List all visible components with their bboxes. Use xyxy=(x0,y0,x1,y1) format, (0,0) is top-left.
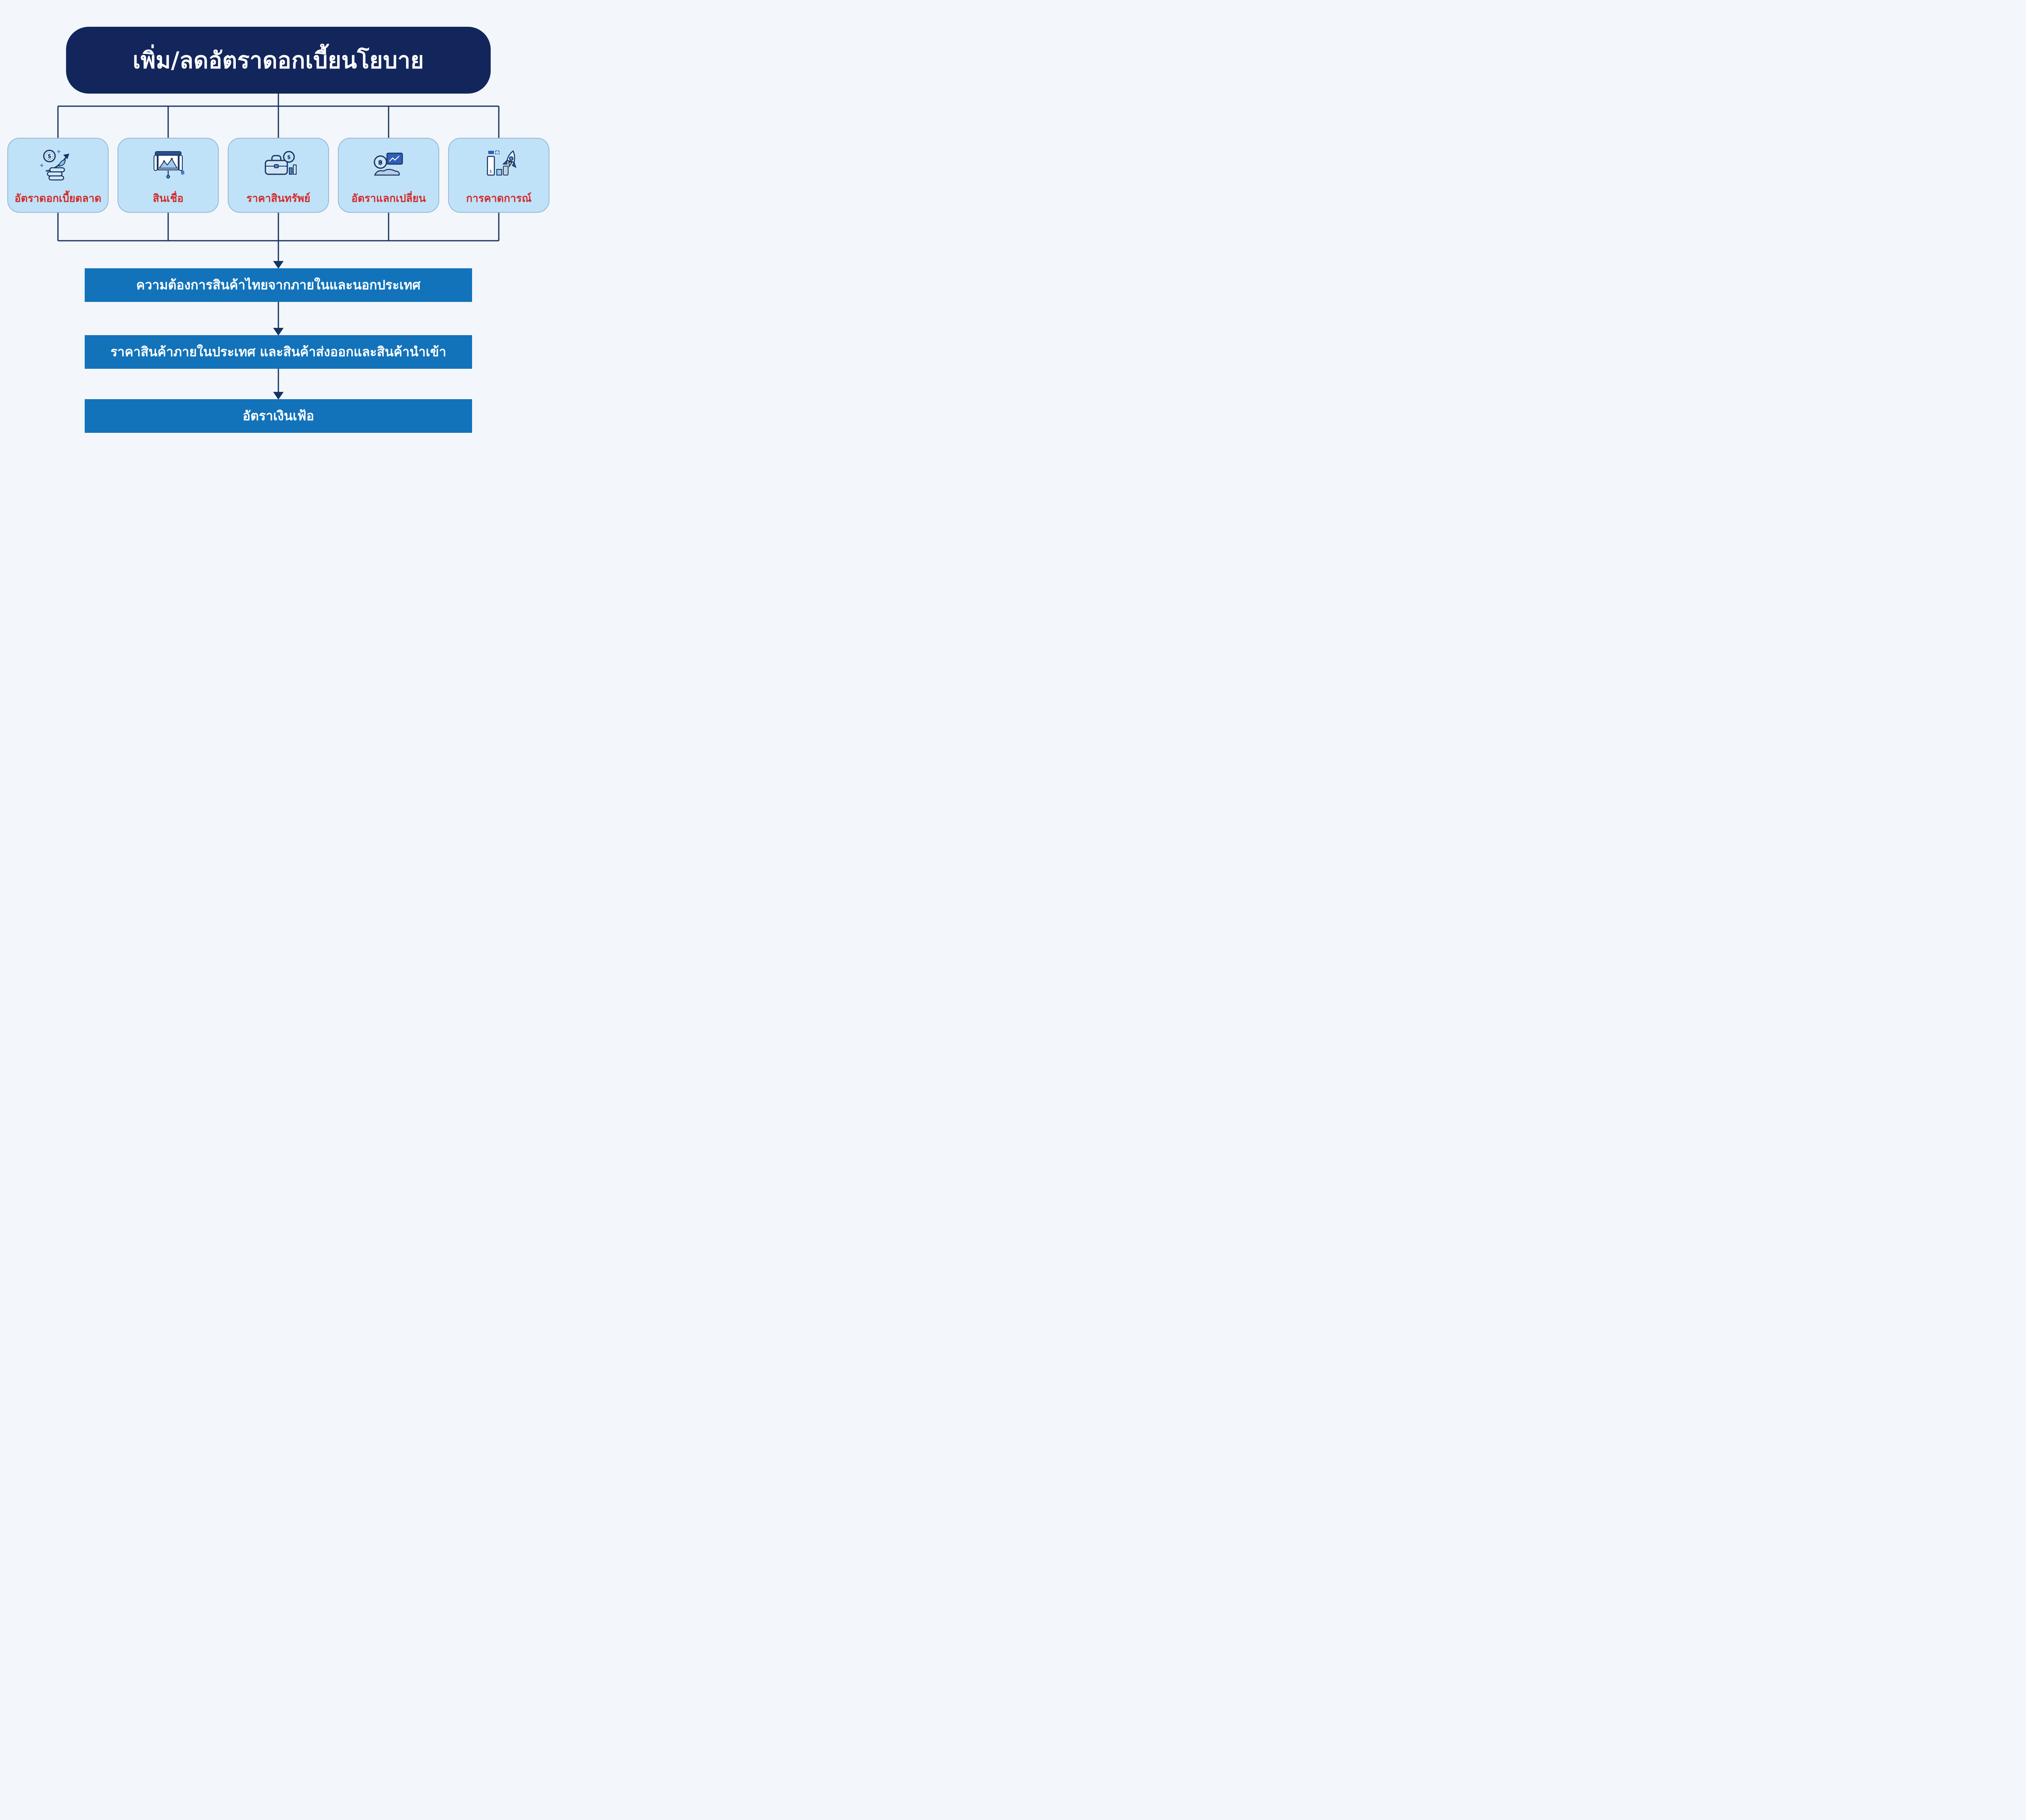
flow-banner-inflation-label: อัตราเงินเฟ้อ xyxy=(242,408,314,423)
svg-text:1: 1 xyxy=(489,169,492,174)
factor-icon-wrap: 1 xyxy=(479,145,519,184)
factor-card-asset-prices: $ ราคาสินทรัพย์ xyxy=(228,138,329,213)
svg-text:฿: ฿ xyxy=(378,158,383,166)
factor-label-market-interest-rate: อัตราดอกเบี้ยตลาด xyxy=(14,192,102,205)
policy-rate-diagram: เพิ่ม/ลดอัตราดอกเบี้ยนโยบาย $ อัตราดอกเบ xyxy=(0,0,557,455)
currency-exchange-icon: ฿ xyxy=(374,152,403,176)
factor-card-credit: ฿ สินเชื่อ xyxy=(118,138,219,213)
diagram-title: เพิ่ม/ลดอัตราดอกเบี้ยนโยบาย xyxy=(133,47,424,74)
factor-label-credit: สินเชื่อ xyxy=(153,192,184,205)
factor-icon-wrap: $ xyxy=(38,145,78,184)
lower-drop-lines xyxy=(57,213,500,241)
factor-label-exchange-rate: อัตราแลกเปลี่ยน xyxy=(351,192,426,205)
factor-card-expectations: 1 การคาดการณ์ xyxy=(448,138,549,213)
upper-drop-lines xyxy=(57,106,500,138)
svg-text:$: $ xyxy=(287,154,291,160)
connector-lines xyxy=(57,94,500,400)
title-box: เพิ่ม/ลดอัตราดอกเบี้ยนโยบาย xyxy=(66,27,491,94)
flow-banner-demand-label: ความต้องการสินค้าไทยจากภายในและนอกประเทศ xyxy=(136,277,421,293)
arrowhead-2 xyxy=(273,328,284,336)
factor-label-expectations: การคาดการณ์ xyxy=(466,192,532,205)
arrowhead-1 xyxy=(273,261,284,269)
flow-banner-inflation: อัตราเงินเฟ้อ xyxy=(85,399,472,433)
factor-label-asset-prices: ราคาสินทรัพย์ xyxy=(246,192,310,205)
flow-banner-prices: ราคาสินค้าภายในประเทศ และสินค้าส่งออกและ… xyxy=(85,335,472,369)
flow-banner-demand: ความต้องการสินค้าไทยจากภายในและนอกประเทศ xyxy=(85,268,472,302)
briefcase-money-icon: $ xyxy=(265,151,297,175)
factor-card-exchange-rate: ฿ อัตราแลกเปลี่ยน xyxy=(338,138,439,213)
presentation-chart-icon: ฿ xyxy=(154,151,185,179)
factor-icon-wrap: ฿ xyxy=(148,145,188,184)
factor-icon-wrap: ฿ xyxy=(368,145,409,184)
coins-growth-icon: $ xyxy=(40,150,69,181)
factor-card-market-interest-rate: $ อัตราดอกเบี้ยตลาด xyxy=(7,138,109,213)
svg-text:฿: ฿ xyxy=(181,169,185,176)
arrowhead-3 xyxy=(273,392,284,400)
factor-icon-wrap: $ xyxy=(258,145,299,184)
flow-banner-prices-label: ราคาสินค้าภายในประเทศ และสินค้าส่งออกและ… xyxy=(110,344,447,359)
svg-text:$: $ xyxy=(47,153,51,160)
forecast-rocket-icon: 1 xyxy=(487,150,517,176)
